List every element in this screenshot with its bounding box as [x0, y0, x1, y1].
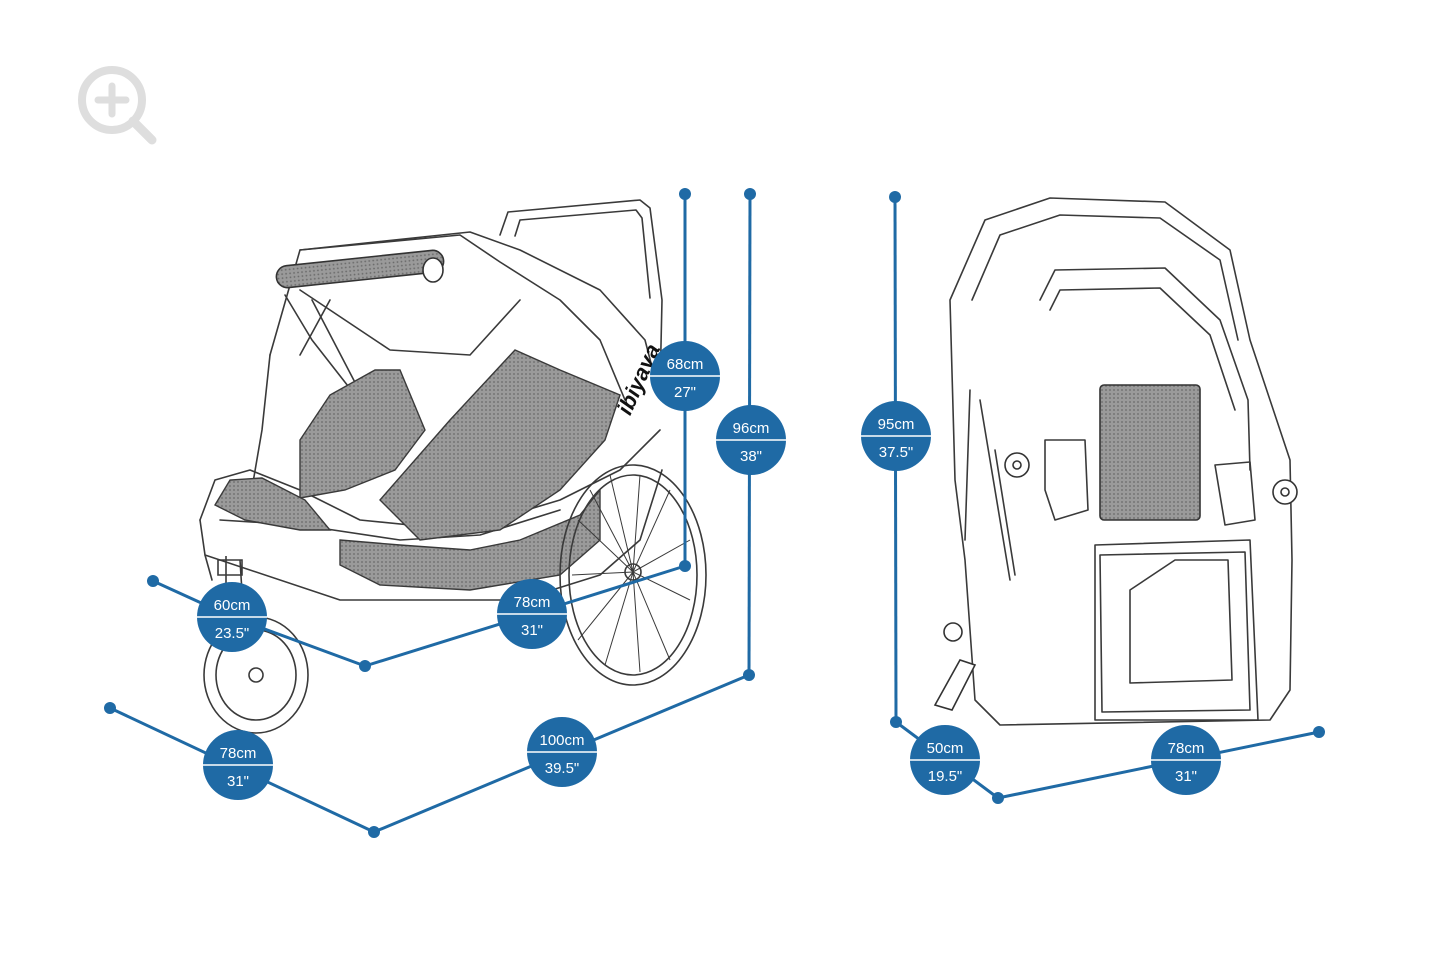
endpoint-dot — [679, 560, 691, 572]
endpoint-dot — [744, 188, 756, 200]
folded-wheels — [933, 452, 1298, 711]
imperial-label: 31" — [227, 773, 249, 790]
endpoint-dot — [992, 792, 1004, 804]
rear-wheel — [559, 464, 707, 686]
metric-label: 78cm — [514, 594, 551, 611]
handle-grip — [275, 249, 445, 289]
folded-mesh-window — [1099, 384, 1201, 521]
badge-folded-depth: 50cm 19.5" — [910, 725, 980, 795]
imperial-label: 23.5" — [215, 625, 250, 642]
endpoint-dot — [890, 716, 902, 728]
mesh-panels — [214, 349, 621, 591]
badge-folded-height: 95cm 37.5" — [861, 401, 931, 471]
badge-stroller-front-width: 60cm 23.5" — [197, 582, 267, 652]
endpoint-dot — [889, 191, 901, 203]
imperial-label: 31" — [521, 622, 543, 639]
imperial-label: 19.5" — [928, 768, 963, 785]
imperial-label: 27" — [674, 384, 696, 401]
metric-label: 95cm — [878, 416, 915, 433]
imperial-label: 37.5" — [879, 444, 914, 461]
endpoint-dot — [104, 702, 116, 714]
folded-stroller-illustration — [949, 197, 1293, 726]
endpoint-dot — [679, 188, 691, 200]
metric-label: 68cm — [667, 356, 704, 373]
badge-stroller-wheel-height: 68cm 27" — [650, 341, 720, 411]
badge-stroller-rear-width: 78cm 31" — [497, 579, 567, 649]
badge-stroller-overall-width: 78cm 31" — [203, 730, 273, 800]
badge-stroller-total-height: 96cm 38" — [716, 405, 786, 475]
metric-label: 78cm — [1168, 740, 1205, 757]
metric-label: 96cm — [733, 420, 770, 437]
metric-label: 78cm — [220, 745, 257, 762]
imperial-label: 31" — [1175, 768, 1197, 785]
zoom-in-icon[interactable] — [74, 62, 158, 146]
imperial-label: 39.5" — [545, 760, 580, 777]
metric-label: 60cm — [214, 597, 251, 614]
endpoint-dot — [368, 826, 380, 838]
badge-stroller-total-length: 100cm 39.5" — [527, 717, 597, 787]
imperial-label: 38" — [740, 448, 762, 465]
badge-folded-width: 78cm 31" — [1151, 725, 1221, 795]
metric-label: 50cm — [927, 740, 964, 757]
metric-label: 100cm — [539, 732, 584, 749]
endpoint-dot — [743, 669, 755, 681]
endpoint-dot — [1313, 726, 1325, 738]
endpoint-dot — [359, 660, 371, 672]
dimension-endpoints — [104, 188, 1325, 838]
endpoint-dot — [147, 575, 159, 587]
